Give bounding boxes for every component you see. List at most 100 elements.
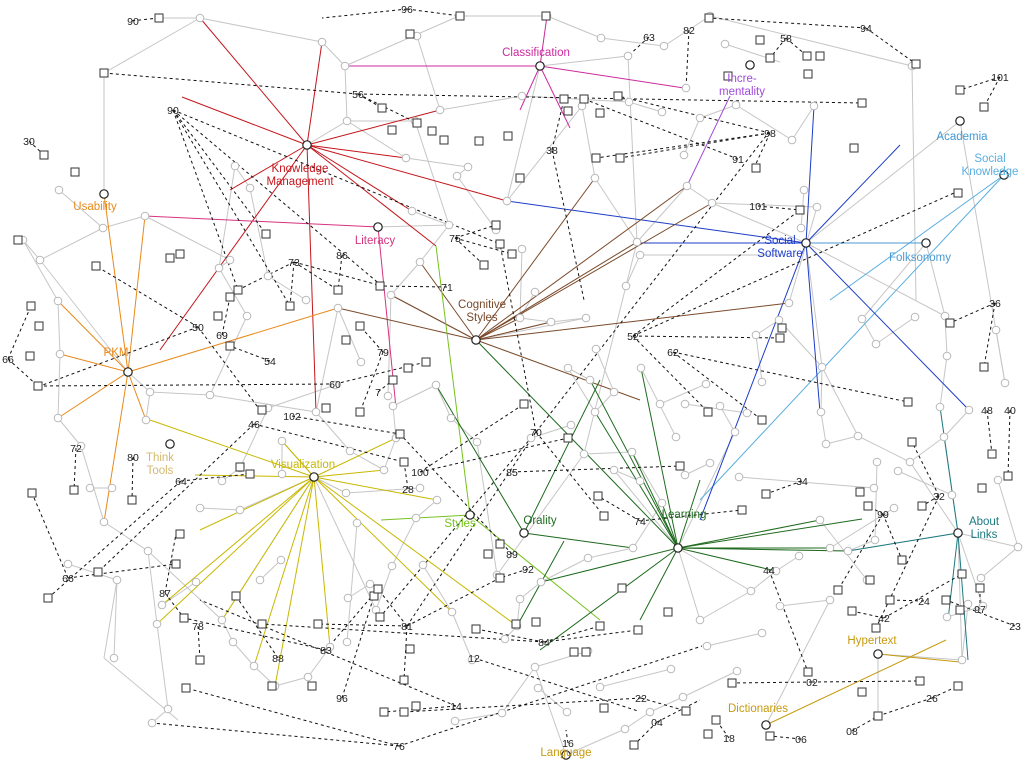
square-node[interactable] [615, 153, 625, 163]
square-node[interactable] [855, 487, 865, 497]
circle-node[interactable] [757, 628, 767, 638]
square-node[interactable] [945, 318, 955, 328]
square-node[interactable] [857, 98, 867, 108]
circle-node[interactable] [225, 255, 235, 265]
circle-node[interactable] [546, 317, 556, 327]
square-node[interactable] [979, 362, 989, 372]
circle-node[interactable] [857, 314, 867, 324]
square-node[interactable] [261, 229, 271, 239]
circle-node[interactable] [277, 469, 287, 479]
circle-node[interactable] [563, 363, 573, 373]
square-node[interactable] [495, 573, 505, 583]
square-node[interactable] [613, 91, 623, 101]
square-node[interactable] [703, 729, 713, 739]
circle-node[interactable] [1000, 378, 1010, 388]
circle-node[interactable] [963, 599, 973, 609]
square-node[interactable] [33, 381, 43, 391]
square-node[interactable] [25, 351, 35, 361]
circle-node[interactable] [935, 402, 945, 412]
square-node[interactable] [847, 606, 857, 616]
square-node[interactable] [27, 488, 37, 498]
circle-node[interactable] [330, 380, 340, 390]
topic-label-academia[interactable]: Academia [936, 131, 988, 143]
circle-node[interactable] [732, 666, 742, 676]
square-node[interactable] [873, 711, 883, 721]
circle-node[interactable] [407, 206, 417, 216]
circle-node[interactable] [815, 515, 825, 525]
square-node[interactable] [703, 407, 713, 417]
circle-node[interactable] [472, 437, 482, 447]
topic-label-hypertext[interactable]: Hypertext [847, 635, 897, 647]
square-node[interactable] [911, 59, 921, 69]
circle-node[interactable] [533, 683, 543, 693]
square-node[interactable] [225, 341, 235, 351]
topic-label-learning[interactable]: Learning [662, 509, 707, 521]
circle-node[interactable] [705, 458, 715, 468]
square-node[interactable] [213, 311, 223, 321]
square-node[interactable] [863, 501, 873, 511]
square-node[interactable] [171, 559, 181, 569]
square-node[interactable] [70, 167, 80, 177]
square-node[interactable] [387, 125, 397, 135]
square-node[interactable] [803, 667, 813, 677]
circle-node[interactable] [947, 490, 957, 500]
circle-node[interactable] [869, 483, 879, 493]
circle-node[interactable] [957, 655, 967, 665]
square-node[interactable] [405, 644, 415, 654]
square-node[interactable] [519, 399, 529, 409]
circle-node[interactable] [681, 83, 691, 93]
square-node[interactable] [897, 555, 907, 565]
circle-node[interactable] [976, 573, 986, 583]
square-node[interactable] [175, 529, 185, 539]
topic-label-literacy[interactable]: Literacy [355, 235, 396, 247]
square-node[interactable] [321, 403, 331, 413]
square-node[interactable] [955, 85, 965, 95]
circle-node[interactable] [799, 185, 809, 195]
square-node[interactable] [483, 549, 493, 559]
circle-node[interactable] [54, 185, 64, 195]
topic-label-orality[interactable]: Orality [523, 515, 556, 527]
circle-node[interactable] [666, 664, 676, 674]
circle-node[interactable] [628, 543, 638, 553]
circle-node[interactable] [566, 420, 576, 430]
square-node[interactable] [737, 505, 747, 515]
circle-node[interactable] [812, 202, 822, 212]
circle-node[interactable] [342, 116, 352, 126]
square-node[interactable] [915, 676, 925, 686]
square-node[interactable] [439, 135, 449, 145]
circle-node[interactable] [871, 339, 881, 349]
square-node[interactable] [91, 261, 101, 271]
square-node[interactable] [633, 625, 643, 635]
square-node[interactable] [563, 433, 573, 443]
circle-node[interactable] [707, 198, 717, 208]
circle-node[interactable] [993, 475, 1003, 485]
circle-node[interactable] [500, 634, 510, 644]
hub-usability[interactable] [99, 189, 109, 199]
square-node[interactable] [833, 585, 843, 595]
square-node[interactable] [569, 647, 579, 657]
square-node[interactable] [69, 485, 79, 495]
circle-node[interactable] [720, 39, 730, 49]
square-node[interactable] [245, 469, 255, 479]
circle-node[interactable] [157, 600, 167, 610]
circle-node[interactable] [870, 535, 880, 545]
hub-orality[interactable] [519, 528, 529, 538]
square-node[interactable] [629, 740, 639, 750]
circle-node[interactable] [671, 432, 681, 442]
square-node[interactable] [815, 51, 825, 61]
square-node[interactable] [491, 220, 501, 230]
square-node[interactable] [235, 462, 245, 472]
circle-node[interactable] [774, 315, 784, 325]
square-node[interactable] [403, 363, 413, 373]
square-node[interactable] [26, 301, 36, 311]
hub-visualization[interactable] [309, 472, 319, 482]
topic-label-styles[interactable]: Styles [444, 518, 476, 530]
circle-node[interactable] [821, 439, 831, 449]
circle-node[interactable] [235, 505, 245, 515]
circle-node[interactable] [401, 153, 411, 163]
topic-label-visualization[interactable]: Visualization [271, 459, 335, 471]
square-node[interactable] [231, 591, 241, 601]
hub-academia[interactable] [955, 116, 965, 126]
